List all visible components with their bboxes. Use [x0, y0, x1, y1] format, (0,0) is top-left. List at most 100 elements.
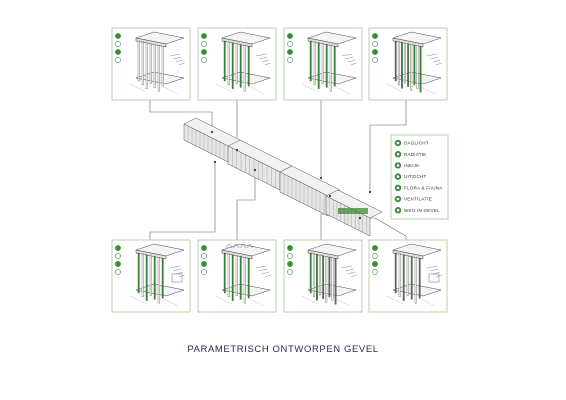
sun-icon — [287, 245, 293, 251]
annotation-line — [129, 83, 147, 93]
facade-fin — [153, 256, 156, 300]
annotation-line — [333, 85, 351, 95]
legend-item: UITZICHT — [394, 173, 427, 180]
facade-fin — [321, 43, 324, 84]
legend-label: VENTILATIE — [404, 197, 432, 202]
interior-detail — [169, 265, 181, 269]
slab-edge — [307, 37, 339, 48]
annotation-line — [161, 85, 179, 95]
view-icon — [372, 57, 378, 63]
sun-icon-glyph — [396, 141, 400, 145]
interior-detail — [344, 268, 354, 272]
facade-fin — [227, 253, 230, 298]
detail-panel-bottom-3 — [283, 239, 363, 313]
radiation-icon — [372, 41, 378, 47]
facade-fin — [141, 253, 144, 298]
legend-item: RADIATIE — [394, 151, 426, 158]
slab-edge — [221, 249, 253, 260]
lower-slab — [135, 283, 185, 297]
facade-fin — [394, 252, 397, 294]
radiation-icon — [115, 253, 121, 259]
facade-fin — [243, 257, 246, 304]
eye-icon — [201, 261, 207, 267]
sun-icon — [115, 33, 121, 39]
legend-item: WKO IN GEVEL — [394, 207, 440, 214]
facade-fin — [239, 44, 242, 88]
legend-item: DAGLICHT — [394, 139, 429, 147]
view-icon — [115, 269, 121, 275]
interior-detail — [172, 56, 182, 60]
facade-fin — [322, 255, 325, 299]
sun-icon — [201, 245, 207, 251]
connector-node — [319, 176, 323, 180]
annotation-line — [418, 85, 436, 95]
legend-label: RADIATIE — [404, 152, 426, 157]
connector-line — [149, 162, 216, 240]
interior-detail — [435, 274, 442, 278]
lower-slab — [221, 71, 271, 85]
facade-fin — [331, 257, 334, 301]
facade-fin — [153, 44, 156, 88]
slab-edge — [307, 249, 339, 260]
interior-detail — [255, 265, 267, 269]
annotation-line — [247, 85, 265, 95]
view-icon — [201, 269, 207, 275]
slab-edge — [221, 37, 253, 48]
legend-item: FLORA & FAUNA — [394, 184, 443, 191]
interior-detail — [341, 53, 353, 57]
slab-edge — [392, 249, 424, 260]
interior-detail — [258, 268, 268, 272]
facade-fin — [325, 44, 328, 88]
facade-fin — [402, 254, 405, 301]
facade-fin — [328, 256, 331, 298]
interior-detail — [347, 271, 356, 275]
connector-line — [369, 100, 407, 192]
legend-label: FLORA & FAUNA — [404, 185, 443, 190]
facade-fin — [404, 42, 406, 84]
interior-detail — [175, 59, 184, 63]
roof-shed — [232, 243, 240, 249]
slab-edge — [392, 37, 424, 48]
sun-icon — [115, 245, 121, 251]
interior-detail — [350, 62, 357, 66]
radiation-icon — [287, 41, 293, 47]
interior-detail — [264, 274, 271, 278]
eye-icon — [115, 49, 121, 55]
green-facade-strip — [338, 208, 368, 214]
facade-fin — [334, 258, 337, 305]
interior-detail — [178, 62, 185, 66]
facade-fin — [141, 41, 144, 86]
detail-panel-top-4 — [368, 27, 448, 101]
annotation-line — [129, 295, 147, 305]
detail-panel-top-2 — [197, 27, 277, 101]
eye-icon — [372, 49, 378, 55]
eye-icon — [201, 49, 207, 55]
facade-fin — [149, 43, 152, 84]
interior-detail — [429, 268, 439, 272]
legend-label: UITZICHT — [404, 174, 427, 179]
sun-icon — [372, 33, 378, 39]
facade-fin — [223, 252, 226, 294]
balcony — [428, 273, 440, 283]
legend-frame — [390, 134, 449, 220]
diagram-caption: PARAMETRISCH ONTWORPEN GEVEL — [187, 344, 379, 355]
facade-fin — [309, 252, 312, 294]
facade-fin — [223, 40, 226, 82]
facade-fin — [414, 257, 417, 304]
connector-node — [253, 168, 257, 172]
connector-node — [213, 160, 217, 164]
facade-fin — [235, 43, 238, 84]
lower-slab — [392, 283, 442, 297]
annotation-line — [418, 297, 436, 307]
radiation-icon — [372, 253, 378, 259]
interior-detail — [175, 271, 184, 275]
interior-detail — [169, 53, 181, 57]
facade-fin — [247, 45, 250, 87]
facade-fin — [397, 41, 400, 85]
facade-fin — [418, 257, 421, 299]
facade-fin — [325, 256, 328, 303]
radiation-icon — [201, 253, 207, 259]
facade-fin — [419, 46, 422, 93]
eye-icon — [115, 261, 121, 267]
annotation-line — [301, 295, 319, 305]
